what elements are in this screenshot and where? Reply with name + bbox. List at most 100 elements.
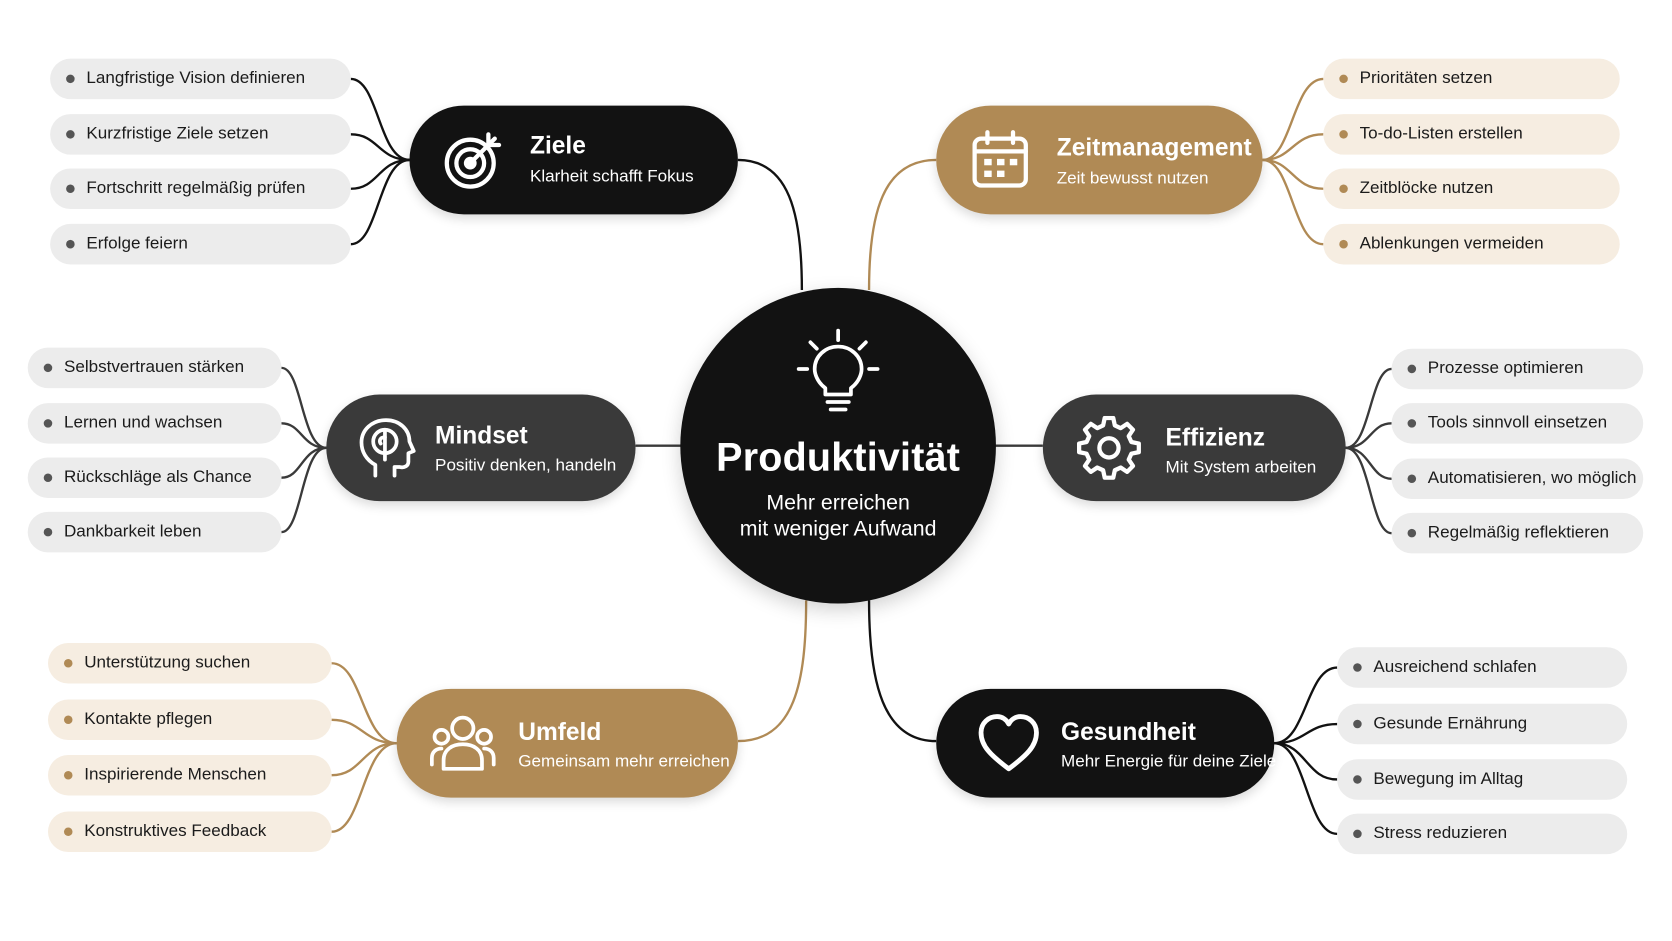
bullet-dot bbox=[1339, 184, 1348, 194]
central-subtitle-line1: Mehr erreichen bbox=[766, 491, 910, 516]
list-item[interactable]: Lernen und wachsen bbox=[27, 403, 282, 444]
branch-subtitle: Mehr Energie für deine Ziele bbox=[1060, 752, 1277, 771]
branch-subtitle: Gemeinsam mehr erreichen bbox=[518, 752, 730, 771]
bullet-dot bbox=[1353, 775, 1362, 784]
branch-subtitle: Positiv denken, handeln bbox=[435, 456, 617, 475]
bullet-dot bbox=[1339, 74, 1348, 84]
branch-umfeld[interactable]: Umfeld Gemeinsam mehr erreichen bbox=[396, 688, 738, 798]
central-topic: Produktivität Mehr erreichen mit weniger… bbox=[680, 287, 996, 604]
list-item-label: Dankbarkeit leben bbox=[63, 522, 202, 541]
list-item[interactable]: Ausreichend schlafen bbox=[1337, 647, 1628, 688]
list-item-label: Inspirierende Menschen bbox=[84, 765, 267, 784]
bullet-dot bbox=[1339, 239, 1348, 249]
list-item[interactable]: Konstruktives Feedback bbox=[47, 811, 332, 852]
branch-title: Gesundheit bbox=[1060, 717, 1196, 746]
branch-ziele[interactable]: Ziele Klarheit schafft Fokus bbox=[409, 105, 738, 215]
list-item[interactable]: Stress reduzieren bbox=[1337, 813, 1628, 855]
list-item-label: Konstruktives Feedback bbox=[84, 822, 267, 841]
branch-gesundheit[interactable]: Gesundheit Mehr Energie für deine Ziele bbox=[936, 688, 1277, 798]
list-item-label: Zeitblöcke nutzen bbox=[1359, 179, 1494, 198]
list-item[interactable]: Kurzfristige Ziele setzen bbox=[50, 114, 351, 155]
list-item[interactable]: Bewegung im Alltag bbox=[1337, 759, 1628, 800]
bullet-dot bbox=[66, 239, 75, 249]
list-item[interactable]: Ablenkungen vermeiden bbox=[1323, 223, 1620, 265]
target-icon bbox=[444, 132, 502, 189]
central-title: Produktivität bbox=[716, 435, 961, 479]
lightbulb-icon bbox=[796, 328, 880, 412]
list-item[interactable]: To-do-Listen erstellen bbox=[1323, 114, 1620, 155]
bullet-dot bbox=[1407, 528, 1417, 538]
list-item[interactable]: Tools sinnvoll einsetzen bbox=[1391, 403, 1644, 444]
list-item[interactable]: Selbstvertrauen stärken bbox=[27, 347, 282, 389]
list-item[interactable]: Langfristige Vision definieren bbox=[50, 58, 351, 100]
list-item-label: Langfristige Vision definieren bbox=[86, 69, 306, 88]
list-item[interactable]: Inspirierende Menschen bbox=[47, 754, 332, 796]
list-item-label: Rückschläge als Chance bbox=[63, 468, 252, 487]
branch-mindset[interactable]: Mindset Positiv denken, handeln bbox=[326, 394, 636, 502]
list-item-label: Fortschritt regelmäßig prüfen bbox=[86, 179, 306, 198]
bullet-dot bbox=[1353, 719, 1362, 729]
bullet-dot bbox=[1353, 663, 1362, 672]
list-item[interactable]: Rückschläge als Chance bbox=[27, 457, 282, 498]
bullet-dot bbox=[1407, 419, 1417, 428]
list-item[interactable]: Fortschritt regelmäßig prüfen bbox=[50, 168, 351, 209]
list-item-label: Bewegung im Alltag bbox=[1373, 769, 1524, 789]
heart-icon bbox=[978, 714, 1039, 772]
branch-subtitle: Mit System arbeiten bbox=[1165, 458, 1317, 477]
list-item[interactable]: Unterstützung suchen bbox=[47, 642, 332, 684]
branch-zeitmanagement[interactable]: Zeitmanagement Zeit bewusst nutzen bbox=[936, 105, 1263, 215]
head-brain-icon bbox=[359, 418, 416, 478]
bullet-dot bbox=[1353, 829, 1362, 839]
list-item-label: Kontakte pflegen bbox=[84, 710, 213, 729]
branch-title: Zeitmanagement bbox=[1056, 133, 1252, 162]
bullet-dot bbox=[63, 770, 73, 780]
list-item-label: Prioritäten setzen bbox=[1359, 69, 1493, 88]
list-item-label: Tools sinnvoll einsetzen bbox=[1427, 413, 1608, 432]
calendar-icon bbox=[972, 130, 1028, 188]
branch-effizienz[interactable]: Effizienz Mit System arbeiten bbox=[1042, 394, 1346, 502]
branch-title: Effizienz bbox=[1165, 423, 1265, 452]
branch-title: Umfeld bbox=[518, 717, 602, 746]
bullet-dot bbox=[43, 419, 53, 428]
list-item[interactable]: Automatisieren, wo möglich bbox=[1391, 458, 1644, 500]
bullet-dot bbox=[63, 827, 73, 836]
list-item-label: Stress reduzieren bbox=[1373, 824, 1508, 843]
bullet-dot bbox=[66, 184, 75, 194]
list-item[interactable]: Dankbarkeit leben bbox=[27, 511, 282, 553]
list-item-label: To-do-Listen erstellen bbox=[1359, 124, 1523, 143]
list-item[interactable]: Kontakte pflegen bbox=[47, 699, 332, 741]
list-item-label: Lernen und wachsen bbox=[63, 413, 223, 432]
bullet-dot bbox=[43, 527, 53, 537]
branch-title: Ziele bbox=[529, 131, 586, 159]
bullet-dot bbox=[63, 658, 73, 668]
bullet-dot bbox=[66, 130, 75, 139]
bullet-dot bbox=[43, 473, 53, 482]
list-item-label: Kurzfristige Ziele setzen bbox=[86, 124, 269, 143]
list-item-label: Regelmäßig reflektieren bbox=[1427, 523, 1609, 542]
list-item[interactable]: Zeitblöcke nutzen bbox=[1323, 168, 1620, 209]
list-item-label: Gesunde Ernährung bbox=[1373, 714, 1528, 733]
list-item[interactable]: Prioritäten setzen bbox=[1323, 58, 1620, 100]
bullet-dot bbox=[1407, 474, 1417, 484]
list-item[interactable]: Erfolge feiern bbox=[50, 223, 351, 265]
branch-title: Mindset bbox=[435, 421, 528, 449]
list-item-label: Selbstvertrauen stärken bbox=[63, 358, 245, 377]
list-item-label: Automatisieren, wo möglich bbox=[1427, 469, 1637, 488]
list-item-label: Ausreichend schlafen bbox=[1373, 657, 1537, 677]
people-icon bbox=[429, 715, 496, 771]
gear-icon bbox=[1076, 415, 1141, 480]
central-subtitle-line2: mit weniger Aufwand bbox=[739, 517, 937, 541]
list-item[interactable]: Regelmäßig reflektieren bbox=[1391, 512, 1644, 554]
bullet-dot bbox=[66, 74, 75, 84]
list-item-label: Unterstützung suchen bbox=[84, 653, 251, 672]
branch-subtitle: Klarheit schafft Fokus bbox=[529, 167, 694, 186]
list-item-label: Erfolge feiern bbox=[86, 234, 188, 253]
branch-subtitle: Zeit bewusst nutzen bbox=[1056, 169, 1209, 188]
bullet-dot bbox=[43, 363, 53, 373]
list-item[interactable]: Prozesse optimieren bbox=[1391, 348, 1644, 390]
list-item[interactable]: Gesunde Ernährung bbox=[1337, 703, 1628, 745]
bullet-dot bbox=[1407, 364, 1417, 374]
list-item-label: Prozesse optimieren bbox=[1427, 359, 1584, 378]
